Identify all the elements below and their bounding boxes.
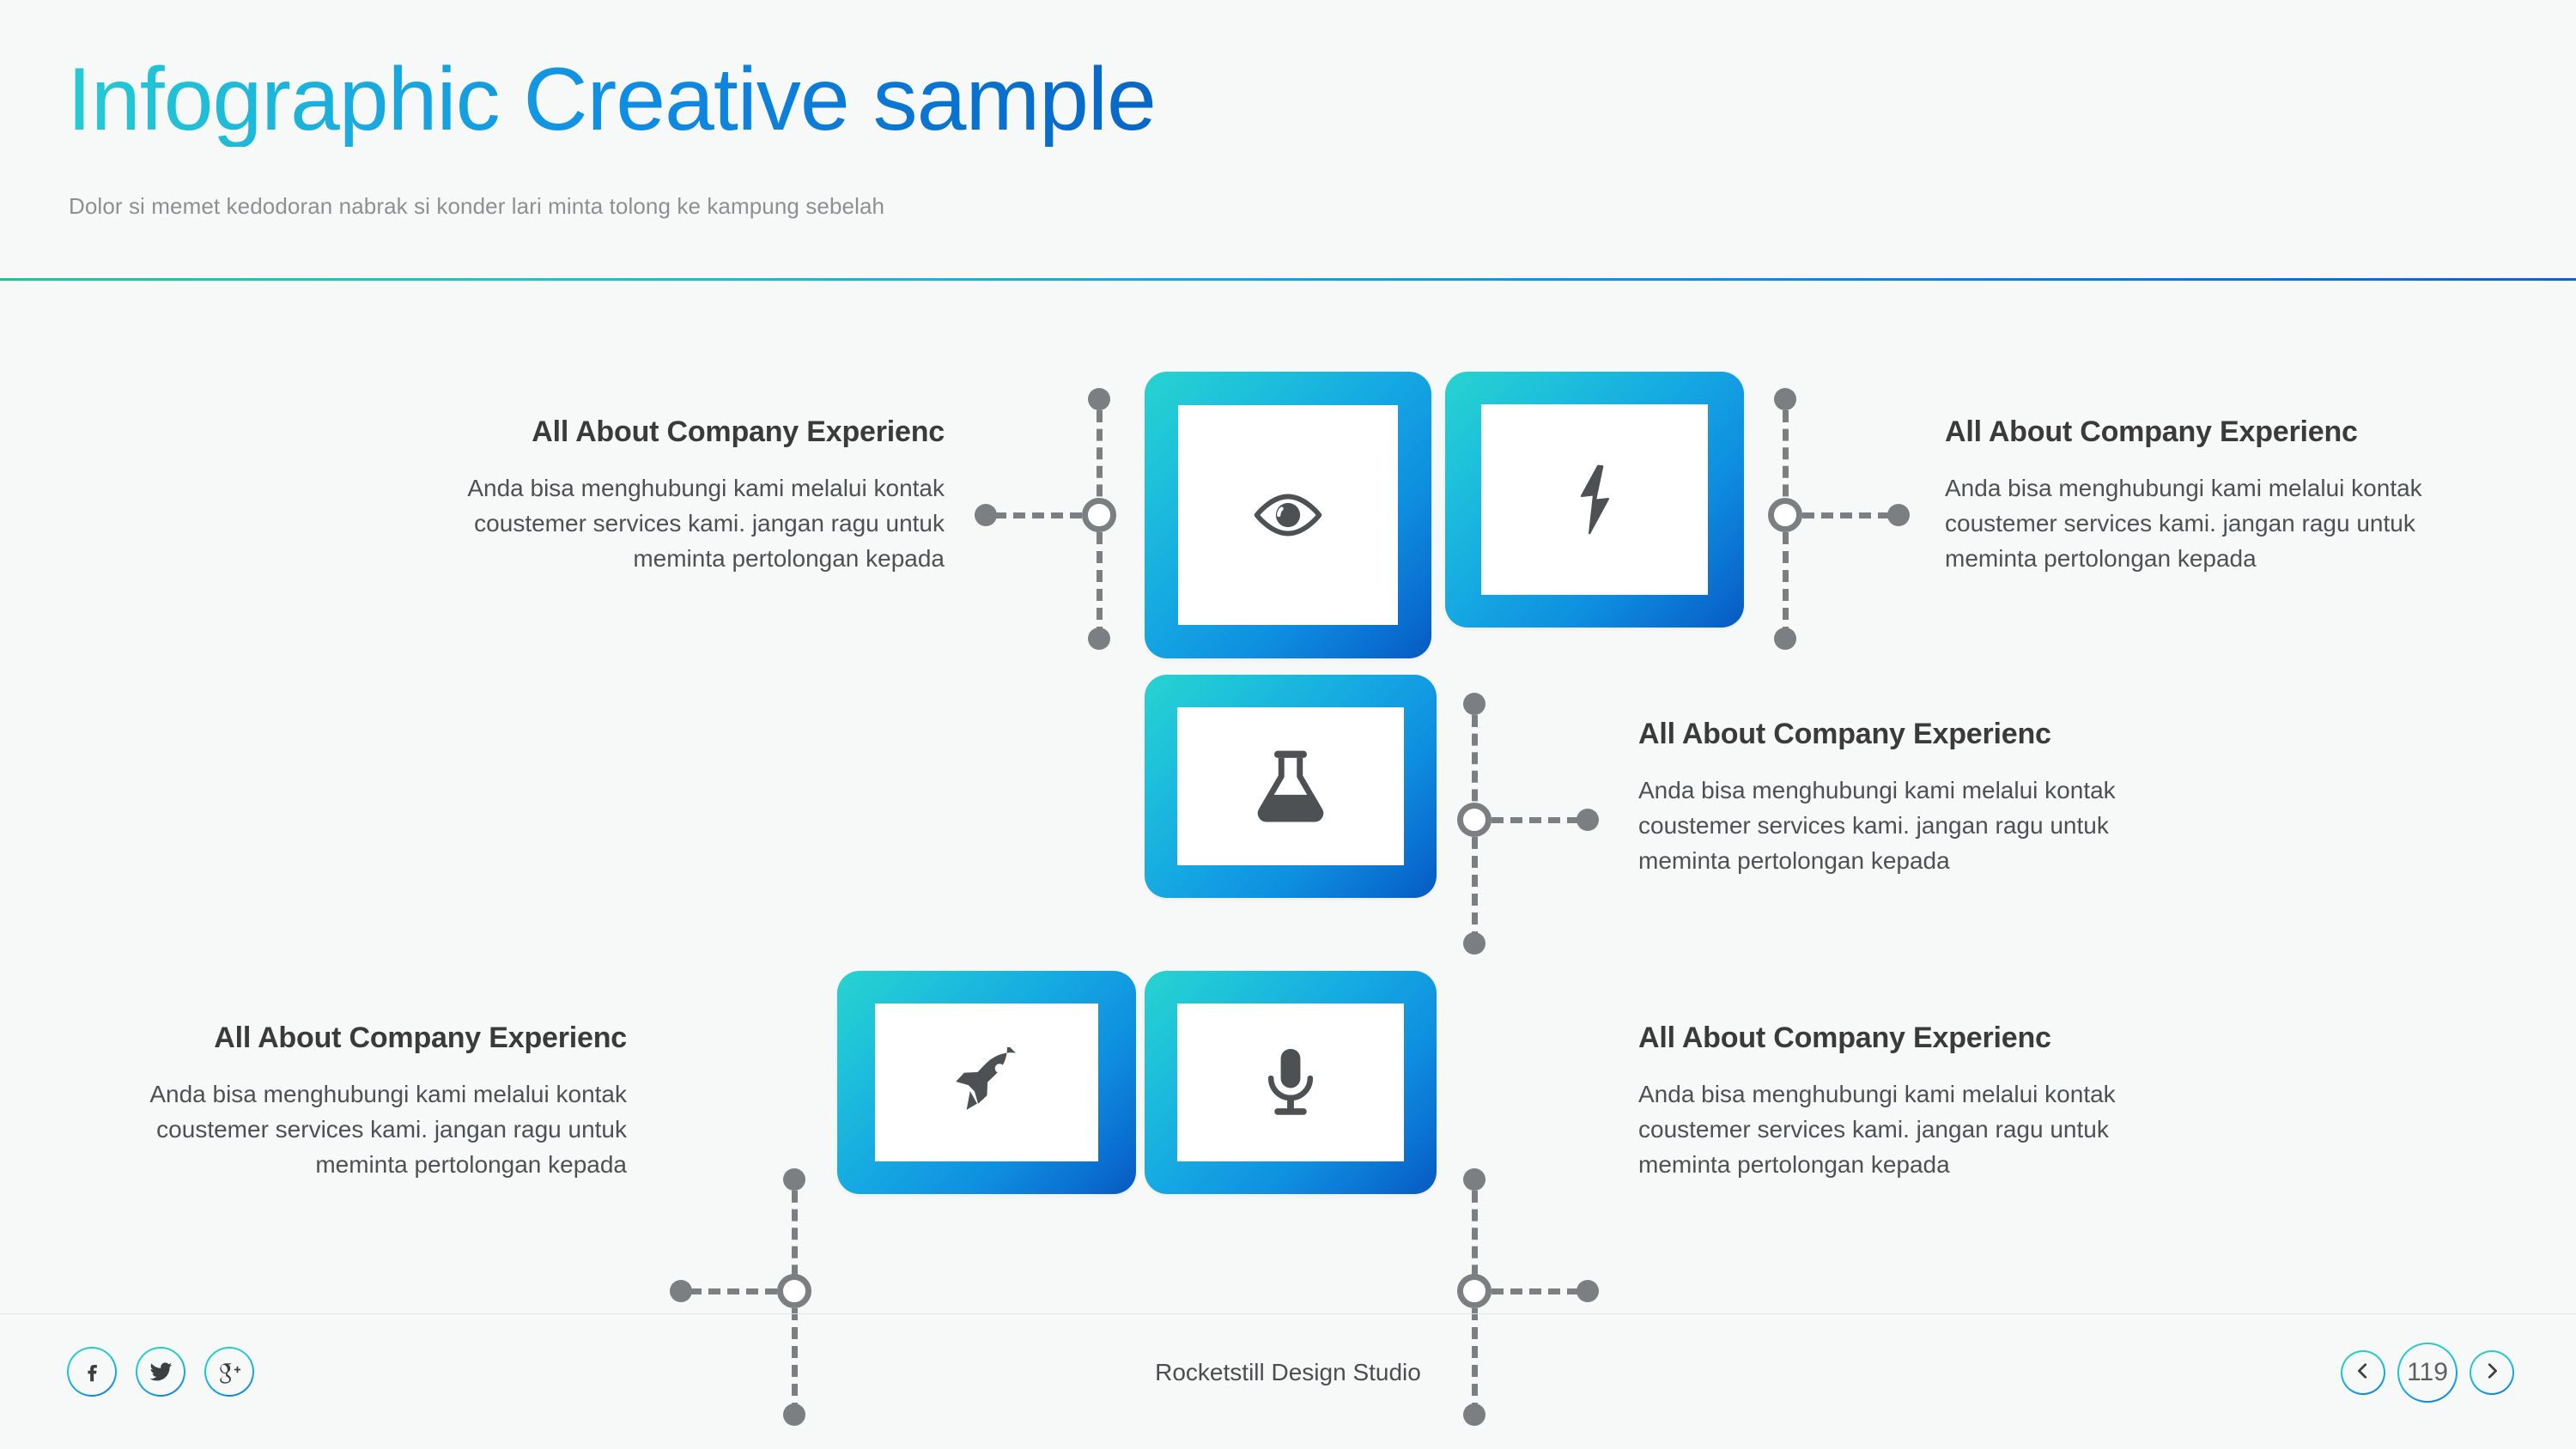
twitter-icon bbox=[147, 1358, 174, 1385]
card-inner-eye bbox=[1178, 405, 1398, 625]
item-title-3: All About Company Experienc bbox=[1638, 718, 2051, 750]
facebook-icon bbox=[79, 1359, 105, 1385]
chevron-left-icon bbox=[2354, 1361, 2372, 1385]
connector-2-line-up bbox=[1783, 410, 1789, 515]
card-inner-microphone bbox=[1177, 1003, 1404, 1161]
card-rocket[interactable] bbox=[837, 971, 1136, 1194]
lightning-bolt-icon bbox=[1573, 464, 1616, 536]
pagination: 119 bbox=[2341, 1343, 2514, 1403]
item-text-1: All About Company Experienc Anda bisa me… bbox=[464, 415, 945, 577]
connector-3-dot-right bbox=[1577, 809, 1599, 831]
twitter-button[interactable] bbox=[136, 1347, 185, 1397]
connector-4-node[interactable] bbox=[777, 1274, 811, 1308]
connector-1-node[interactable] bbox=[1082, 498, 1116, 532]
connector-1-line-left bbox=[994, 512, 1082, 518]
item-title-1: All About Company Experienc bbox=[532, 415, 945, 448]
connector-5-dot-right bbox=[1577, 1280, 1599, 1302]
footer-brand: Rocketstill Design Studio bbox=[1155, 1359, 1421, 1385]
page-number[interactable]: 119 bbox=[2397, 1343, 2458, 1403]
next-page-button[interactable] bbox=[2470, 1350, 2514, 1395]
connector-3-line-up bbox=[1472, 715, 1478, 820]
item-title-5: All About Company Experienc bbox=[1638, 1022, 2051, 1054]
item-title-4: All About Company Experienc bbox=[214, 1022, 627, 1054]
connector-2-dot-top bbox=[1774, 388, 1796, 410]
connector-3-dot-bottom bbox=[1463, 932, 1485, 955]
header-divider bbox=[0, 278, 2576, 281]
item-body-2: Anda bisa menghubungi kami melalui konta… bbox=[1945, 475, 2422, 572]
connector-1-line-up bbox=[1097, 410, 1103, 515]
item-text-2: All About Company Experienc Anda bisa me… bbox=[1945, 415, 2426, 577]
connector-3-line-down bbox=[1472, 837, 1478, 943]
facebook-button[interactable] bbox=[67, 1347, 117, 1397]
card-eye[interactable] bbox=[1145, 372, 1431, 658]
card-inner-rocket bbox=[875, 1003, 1098, 1161]
google-plus-button[interactable] bbox=[204, 1347, 254, 1397]
connector-1-line-down bbox=[1097, 532, 1103, 639]
card-flask[interactable] bbox=[1145, 675, 1437, 898]
google-plus-icon bbox=[215, 1360, 244, 1384]
social-links bbox=[67, 1347, 254, 1397]
connector-1-dot-bottom bbox=[1088, 627, 1110, 650]
connector-1-dot-left bbox=[975, 504, 997, 526]
item-text-4: All About Company Experienc Anda bisa me… bbox=[146, 1022, 627, 1183]
chevron-right-icon bbox=[2482, 1361, 2501, 1385]
card-microphone[interactable] bbox=[1145, 971, 1437, 1194]
flask-icon bbox=[1256, 749, 1325, 823]
connector-3-node[interactable] bbox=[1457, 803, 1492, 837]
eye-icon bbox=[1251, 491, 1325, 539]
item-body-1: Anda bisa menghubungi kami melalui konta… bbox=[467, 475, 945, 572]
page-footer: Rocketstill Design Studio 119 bbox=[0, 1314, 2576, 1449]
item-body-4: Anda bisa menghubungi kami melalui konta… bbox=[149, 1081, 627, 1178]
connector-1-dot-top bbox=[1088, 388, 1110, 410]
connector-4-line-up bbox=[792, 1191, 798, 1295]
connector-4-dot-top bbox=[783, 1168, 805, 1191]
connector-2-node[interactable] bbox=[1768, 498, 1802, 532]
card-inner-lightning bbox=[1481, 404, 1708, 595]
prev-page-button[interactable] bbox=[2341, 1350, 2385, 1395]
page-subtitle: Dolor si memet kedodoran nabrak si konde… bbox=[69, 193, 885, 219]
connector-5-dot-top bbox=[1463, 1168, 1485, 1191]
connector-5-line-down bbox=[1472, 1308, 1478, 1415]
item-title-2: All About Company Experienc bbox=[1945, 415, 2358, 448]
connector-4-line-left bbox=[690, 1288, 777, 1294]
item-text-5: All About Company Experienc Anda bisa me… bbox=[1638, 1022, 2119, 1183]
microphone-icon bbox=[1264, 1046, 1317, 1119]
connector-5-line-right bbox=[1492, 1288, 1579, 1294]
connector-2-dot-bottom bbox=[1774, 627, 1796, 650]
connector-5-dot-bottom bbox=[1463, 1404, 1485, 1426]
connector-2-dot-right bbox=[1887, 504, 1910, 526]
card-lightning[interactable] bbox=[1445, 372, 1744, 627]
page-header: Infographic Creative sample Dolor si mem… bbox=[0, 0, 2576, 281]
item-body-3: Anda bisa menghubungi kami melalui konta… bbox=[1638, 777, 2116, 874]
connector-4-line-down bbox=[792, 1308, 798, 1415]
connector-2-line-right bbox=[1802, 512, 1890, 518]
rocket-icon bbox=[951, 1047, 1022, 1118]
connector-5-line-up bbox=[1472, 1191, 1478, 1295]
connector-2-line-down bbox=[1783, 532, 1789, 639]
connector-4-dot-bottom bbox=[783, 1404, 805, 1426]
connector-3-line-right bbox=[1492, 817, 1579, 823]
infographic-stage: All About Company Experienc Anda bisa me… bbox=[0, 280, 2576, 1426]
footer-divider bbox=[0, 1313, 2576, 1314]
connector-3-dot-top bbox=[1463, 693, 1485, 715]
connector-5-node[interactable] bbox=[1457, 1274, 1492, 1308]
page-title: Infographic Creative sample bbox=[67, 50, 1157, 149]
item-text-3: All About Company Experienc Anda bisa me… bbox=[1638, 718, 2119, 879]
connector-4-dot-left bbox=[670, 1280, 692, 1302]
item-body-5: Anda bisa menghubungi kami melalui konta… bbox=[1638, 1081, 2116, 1178]
card-inner-flask bbox=[1177, 707, 1404, 865]
